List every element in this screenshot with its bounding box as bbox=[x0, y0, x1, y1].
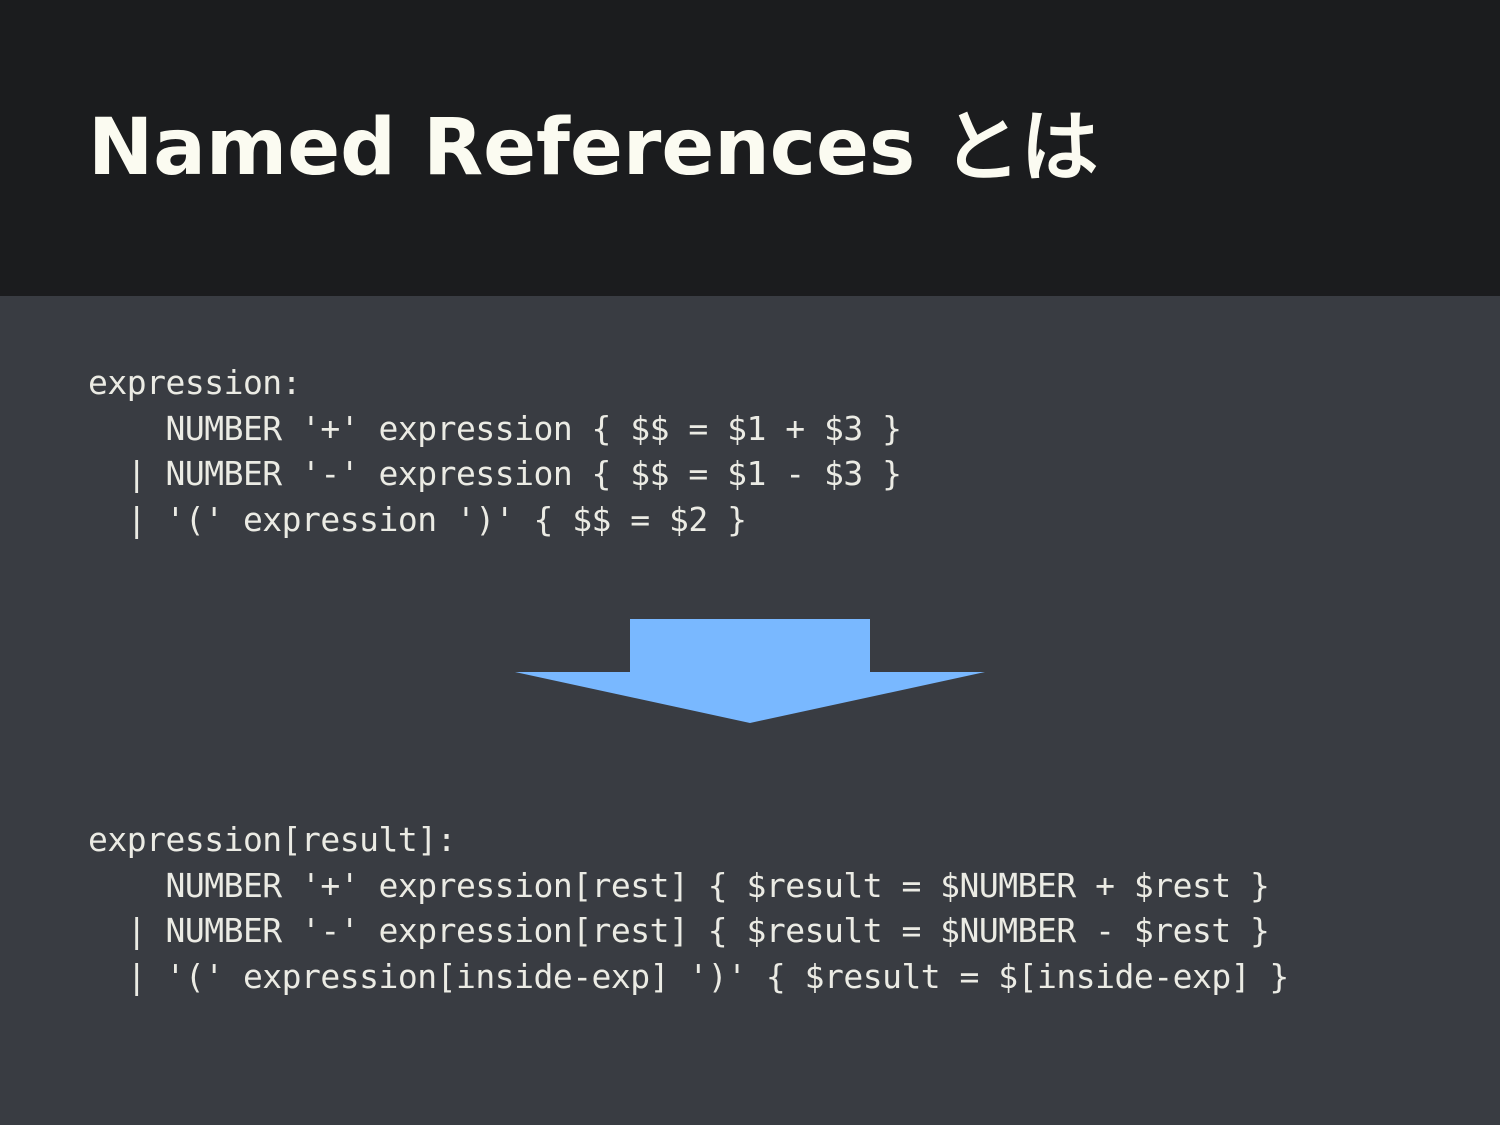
code-line: | NUMBER '-' expression[rest] { $result … bbox=[88, 911, 1270, 950]
code-line: expression[result]: bbox=[88, 820, 456, 859]
code-line: NUMBER '+' expression { $$ = $1 + $3 } bbox=[88, 408, 902, 448]
code-block-before: expression: NUMBER '+' expression { $$ =… bbox=[88, 360, 902, 542]
slide-title: Named References とは bbox=[88, 103, 1099, 193]
code-block-after: expression[result]: NUMBER '+' expressio… bbox=[88, 817, 1289, 999]
code-line: | '(' expression ')' { $$ = $2 } bbox=[88, 499, 747, 539]
code-line: | '(' expression[inside-exp] ')' { $resu… bbox=[88, 956, 1290, 996]
down-arrow-shape bbox=[515, 619, 985, 723]
code-line: | NUMBER '-' expression { $$ = $1 - $3 } bbox=[88, 454, 902, 493]
code-line: NUMBER '+' expression[rest] { $result = … bbox=[88, 865, 1270, 905]
title-bar: Named References とは bbox=[0, 0, 1500, 296]
code-line: expression: bbox=[88, 363, 302, 402]
down-arrow-icon bbox=[515, 619, 985, 723]
